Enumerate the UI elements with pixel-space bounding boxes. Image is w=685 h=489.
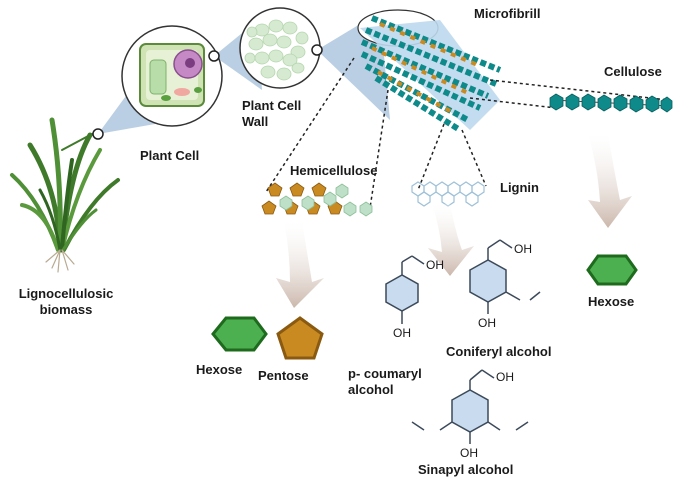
oh-sinapyl-bottom: OH (460, 446, 478, 460)
conversion-arrows (276, 134, 632, 308)
zoom-point-plant (92, 128, 104, 140)
label-coniferyl: Coniferyl alcohol (446, 344, 552, 359)
label-microfibrill: Microfibrill (474, 6, 541, 21)
cellulose-chain (549, 93, 673, 113)
p-coumaryl-structure (385, 255, 425, 324)
cell-wall-icon (239, 7, 321, 89)
label-coumaryl: p- coumaryl alcohol (348, 366, 422, 397)
label-cellulose: Cellulose (604, 64, 662, 79)
oh-coniferyl-bottom: OH (478, 316, 496, 330)
label-pentose: Pentose (258, 368, 309, 383)
oh-coumaryl-bottom: OH (393, 326, 411, 340)
label-hexose-left: Hexose (196, 362, 243, 377)
label-lignin: Lignin (500, 180, 539, 195)
arrow-hemicellulose (276, 222, 324, 308)
oh-coumaryl-top: OH (426, 258, 444, 272)
pentose-shape (276, 316, 324, 360)
label-sinapyl: Sinapyl alcohol (418, 462, 514, 477)
coniferyl-structure (469, 239, 541, 314)
label-biomass: Lignocellulosic biomass (18, 286, 114, 317)
hemicellulose-chain (261, 182, 373, 217)
label-hexose-right: Hexose (588, 294, 635, 309)
arrow-lignin (428, 204, 474, 276)
oh-sinapyl-top: OH (496, 370, 514, 384)
hexose-left-shape (211, 316, 268, 352)
microfibril-bundle (357, 9, 502, 133)
plant-cell-icon (121, 25, 223, 127)
zoom-point-cell (208, 50, 220, 62)
label-plant-cell-wall: Plant Cell Wall (242, 98, 302, 129)
label-plant-cell: Plant Cell (140, 148, 200, 163)
lignin-network (411, 181, 485, 207)
sinapyl-structure (411, 369, 529, 444)
label-hemicellulose: Hemicellulose (290, 163, 378, 178)
oh-coniferyl-top: OH (514, 242, 532, 256)
zoom-point-wall (311, 44, 323, 56)
hexose-right-shape (586, 254, 638, 286)
arrow-cellulose (588, 134, 632, 228)
grass-plant-icon (10, 117, 120, 273)
connector-lines (265, 57, 669, 209)
